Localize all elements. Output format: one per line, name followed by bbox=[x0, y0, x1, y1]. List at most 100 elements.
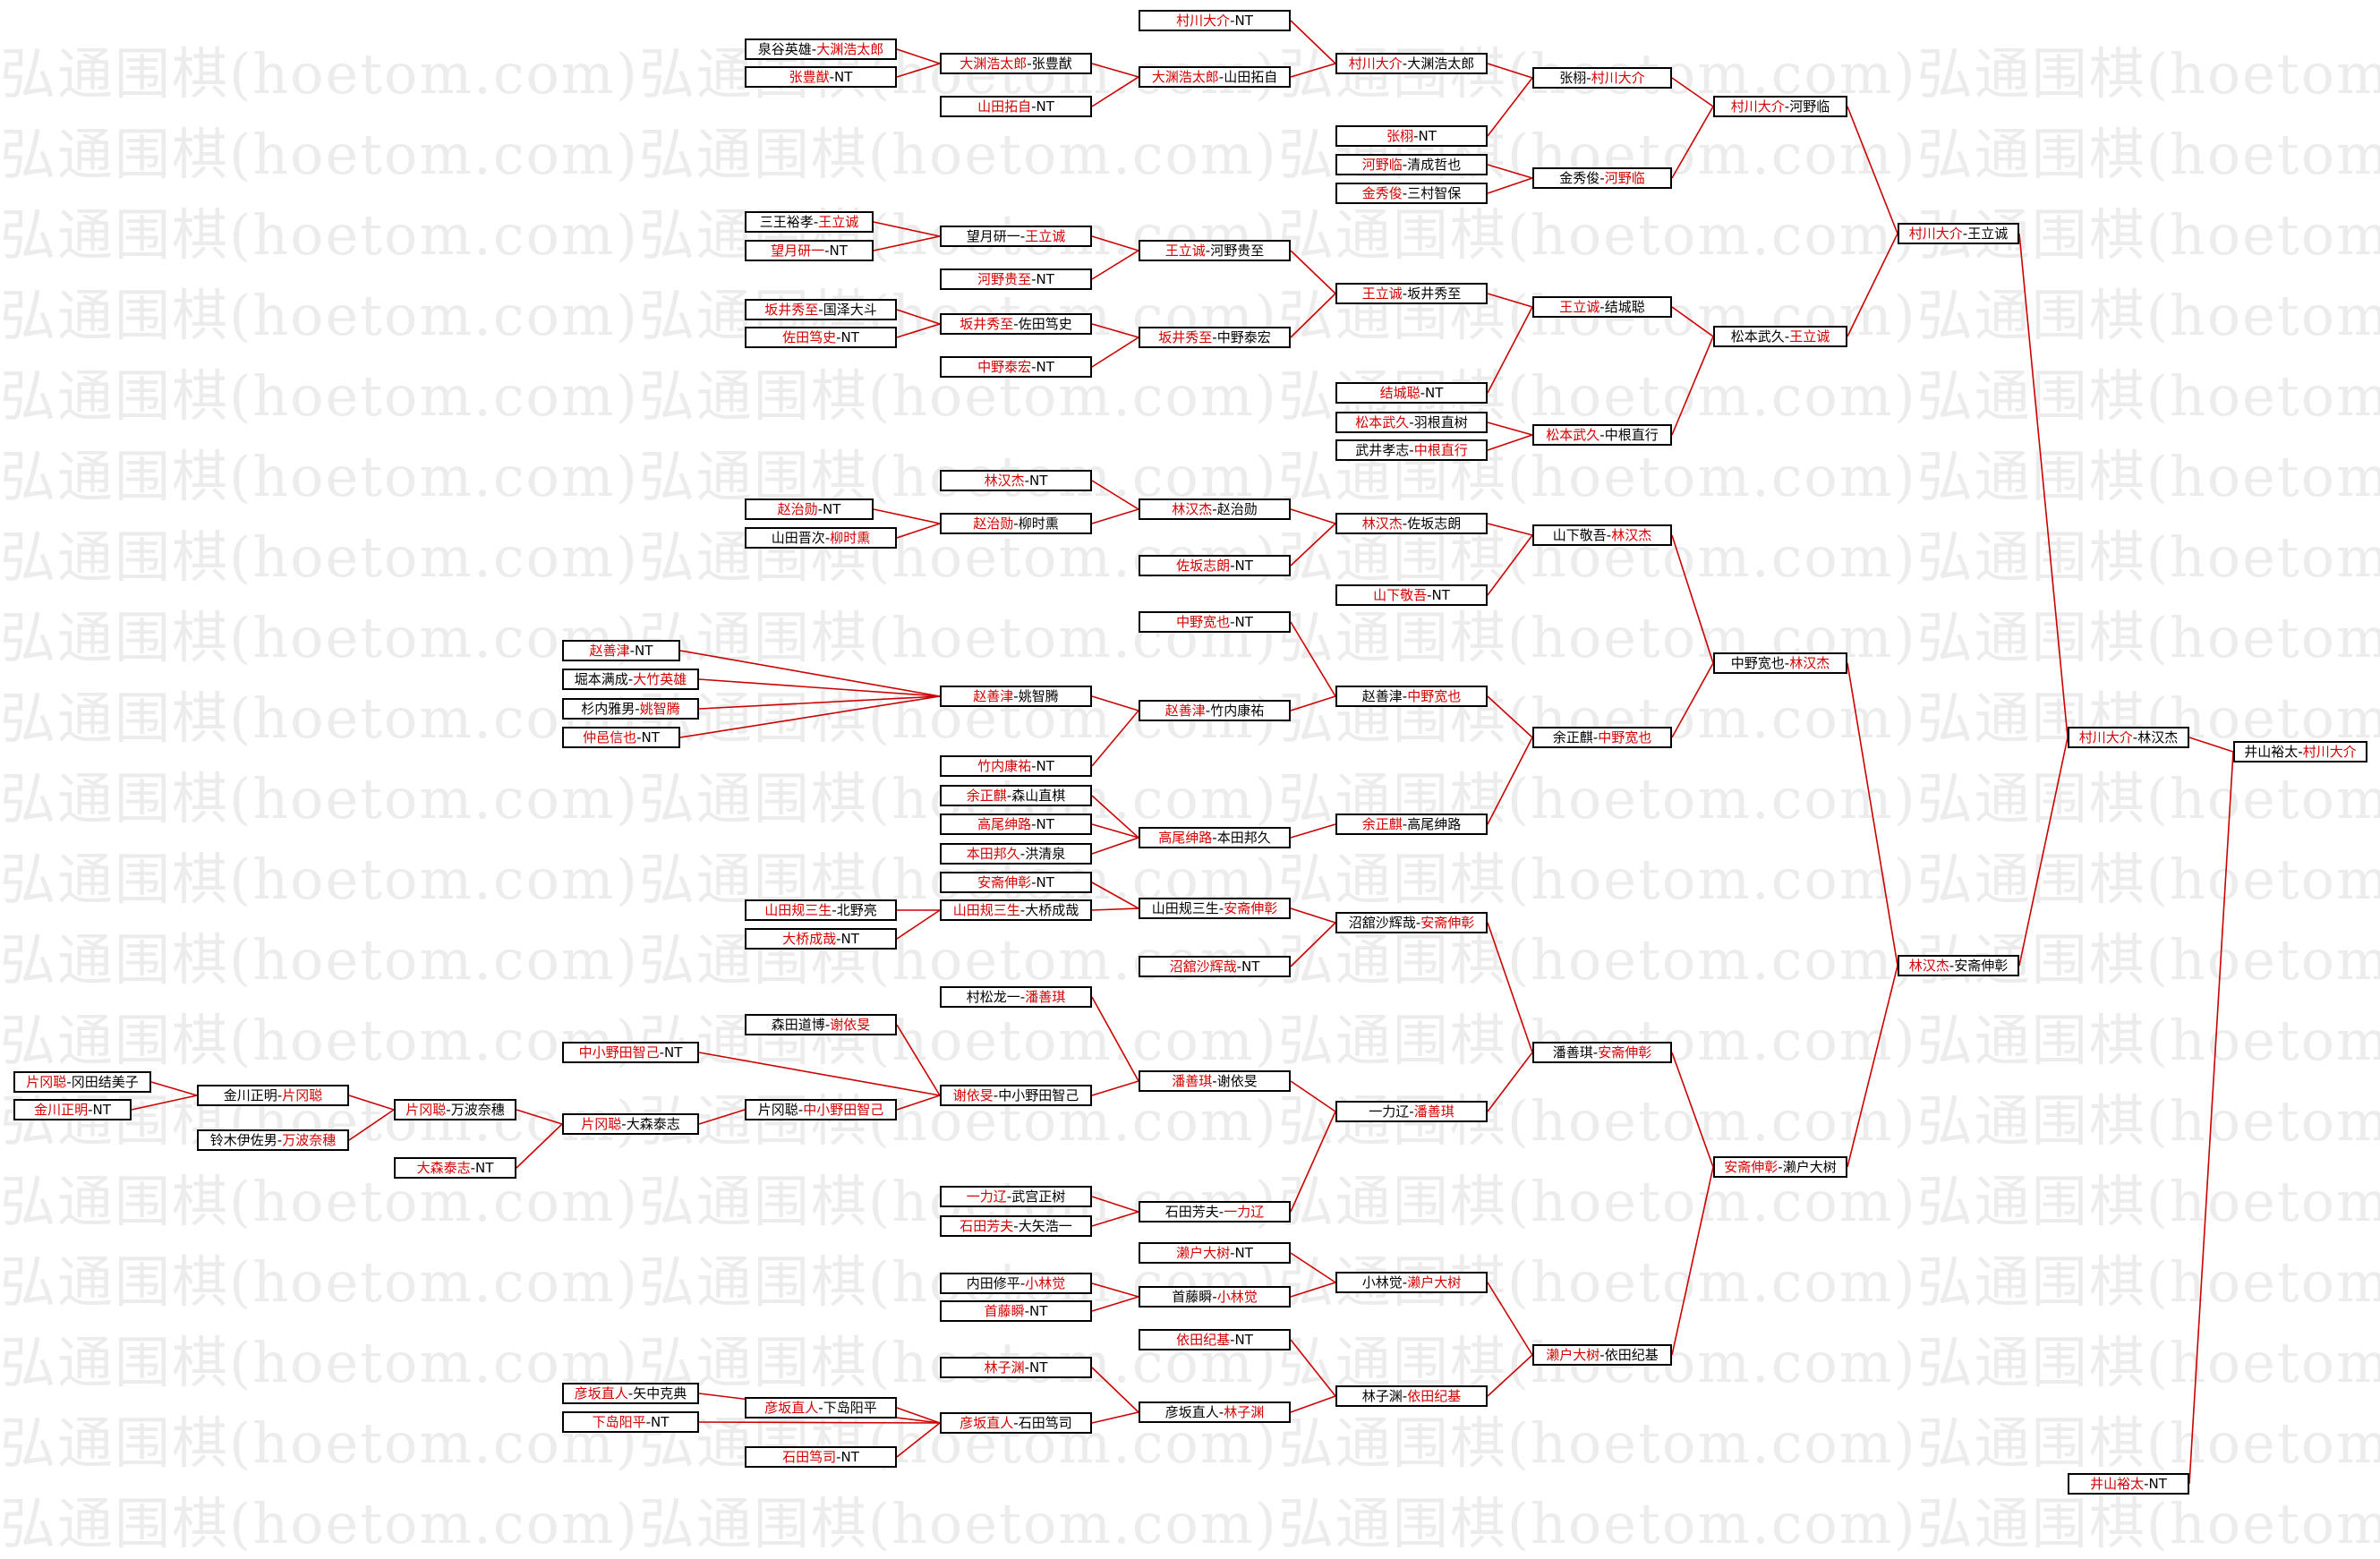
match-box[interactable]: 赵善津-竹内康祐 bbox=[1139, 700, 1291, 721]
match-box[interactable]: 首藤瞬-小林觉 bbox=[1139, 1286, 1291, 1308]
match-box[interactable]: 村川大介-林汉杰 bbox=[2068, 727, 2189, 748]
match-box[interactable]: 彦坂直人-石田笃司 bbox=[940, 1412, 1092, 1434]
match-box[interactable]: 村川大介-大渊浩太郎 bbox=[1335, 53, 1488, 74]
match-box[interactable]: 大渊浩太郎-山田拓自 bbox=[1139, 66, 1291, 88]
match-box[interactable]: 村川大介-王立诚 bbox=[1898, 223, 2019, 244]
match-box[interactable]: 山下敬吾-林汉杰 bbox=[1532, 524, 1672, 546]
match-box[interactable]: 佐田笃史-NT bbox=[745, 327, 897, 348]
match-box[interactable]: 松本武久-中根直行 bbox=[1532, 424, 1672, 446]
match-box[interactable]: 赵善津-姚智腾 bbox=[940, 686, 1092, 707]
match-box[interactable]: 泉谷英雄-大渊浩太郎 bbox=[745, 38, 897, 60]
match-box[interactable]: 赵善津-NT bbox=[562, 640, 680, 661]
match-box[interactable]: 大桥成哉-NT bbox=[745, 928, 897, 950]
match-box[interactable]: 佐坂志朗-NT bbox=[1139, 555, 1291, 576]
match-box[interactable]: 金川正明-NT bbox=[13, 1099, 132, 1120]
match-box[interactable]: 森田道博-谢依旻 bbox=[745, 1014, 897, 1035]
match-box[interactable]: 片冈聪-万波奈穗 bbox=[394, 1099, 516, 1120]
match-box[interactable]: 高尾绅路-本田邦久 bbox=[1139, 827, 1291, 848]
match-box[interactable]: 山田规三生-安斋伸彰 bbox=[1139, 898, 1291, 919]
match-box[interactable]: 余正麒-高尾绅路 bbox=[1335, 814, 1488, 835]
match-box[interactable]: 结城聪-NT bbox=[1335, 382, 1488, 404]
match-box[interactable]: 山田晋次-柳时熏 bbox=[745, 527, 897, 549]
match-box[interactable]: 本田邦久-洪清泉 bbox=[940, 843, 1092, 865]
match-box[interactable]: 内田修平-小林觉 bbox=[940, 1273, 1092, 1294]
match-box[interactable]: 林子渊-依田纪基 bbox=[1335, 1385, 1488, 1407]
match-box[interactable]: 高尾绅路-NT bbox=[940, 814, 1092, 835]
match-box[interactable]: 片冈聪-中小野田智己 bbox=[745, 1099, 897, 1120]
match-box[interactable]: 河野贵至-NT bbox=[940, 268, 1092, 290]
match-box[interactable]: 中小野田智己-NT bbox=[562, 1042, 699, 1063]
match-box[interactable]: 片冈聪-大森泰志 bbox=[562, 1113, 699, 1135]
match-box[interactable]: 松本武久-王立诚 bbox=[1713, 326, 1847, 347]
match-box[interactable]: 大渊浩太郎-张豊猷 bbox=[940, 53, 1092, 74]
match-box[interactable]: 一力辽-潘善琪 bbox=[1335, 1101, 1488, 1122]
match-box[interactable]: 金川正明-片冈聪 bbox=[197, 1085, 349, 1106]
match-box[interactable]: 山下敬吾-NT bbox=[1335, 584, 1488, 606]
match-box[interactable]: 坂井秀至-中野泰宏 bbox=[1139, 327, 1291, 348]
match-box[interactable]: 安斋伸彰-濑户大树 bbox=[1713, 1156, 1847, 1178]
match-box[interactable]: 首藤瞬-NT bbox=[940, 1300, 1092, 1322]
match-box[interactable]: 中野宽也-林汉杰 bbox=[1713, 652, 1847, 674]
match-box[interactable]: 林汉杰-NT bbox=[940, 470, 1092, 491]
match-box[interactable]: 河野临-清成哲也 bbox=[1335, 154, 1488, 175]
match-box[interactable]: 中野宽也-NT bbox=[1139, 611, 1291, 633]
match-box[interactable]: 竹内康祐-NT bbox=[940, 755, 1092, 777]
match-box[interactable]: 堀本满成-大竹英雄 bbox=[562, 669, 699, 690]
match-box[interactable]: 王立诚-结城聪 bbox=[1532, 296, 1672, 318]
match-box[interactable]: 赵治勋-柳时熏 bbox=[940, 513, 1092, 534]
match-box[interactable]: 山田规三生-北野亮 bbox=[745, 899, 897, 921]
match-box[interactable]: 林子渊-NT bbox=[940, 1357, 1092, 1378]
match-box[interactable]: 片冈聪-冈田结美子 bbox=[13, 1071, 151, 1093]
match-box[interactable]: 金秀俊-河野临 bbox=[1532, 167, 1672, 189]
match-box[interactable]: 张栩-村川大介 bbox=[1532, 67, 1672, 89]
match-box[interactable]: 林汉杰-安斋伸彰 bbox=[1898, 955, 2019, 976]
match-box[interactable]: 依田纪基-NT bbox=[1139, 1329, 1291, 1350]
match-box[interactable]: 山田规三生-大桥成哉 bbox=[940, 899, 1092, 921]
match-box[interactable]: 彦坂直人-林子渊 bbox=[1139, 1401, 1291, 1423]
match-box[interactable]: 沼舘沙辉哉-NT bbox=[1139, 956, 1291, 977]
match-box[interactable]: 望月研一-王立诚 bbox=[940, 226, 1092, 247]
match-box[interactable]: 石田笃司-NT bbox=[745, 1446, 897, 1468]
match-box[interactable]: 金秀俊-三村智保 bbox=[1335, 183, 1488, 204]
match-box[interactable]: 石田芳夫-一力辽 bbox=[1139, 1201, 1291, 1222]
match-box[interactable]: 仲邑信也-NT bbox=[562, 727, 680, 748]
match-box[interactable]: 余正麒-森山直棋 bbox=[940, 785, 1092, 806]
match-box[interactable]: 张栩-NT bbox=[1335, 125, 1488, 147]
match-box[interactable]: 石田芳夫-大矢浩一 bbox=[940, 1215, 1092, 1237]
match-box[interactable]: 杉内雅男-姚智腾 bbox=[562, 698, 699, 720]
match-box[interactable]: 王立诚-坂井秀至 bbox=[1335, 283, 1488, 304]
match-box[interactable]: 林汉杰-佐坂志朗 bbox=[1335, 513, 1488, 534]
match-box[interactable]: 望月研一-NT bbox=[745, 240, 874, 261]
match-box[interactable]: 彦坂直人-矢中克典 bbox=[562, 1383, 699, 1404]
match-box[interactable]: 濑户大树-NT bbox=[1139, 1242, 1291, 1264]
match-box[interactable]: 潘善琪-谢依旻 bbox=[1139, 1070, 1291, 1092]
match-box[interactable]: 彦坂直人-下岛阳平 bbox=[745, 1397, 897, 1418]
match-box[interactable]: 赵治勋-NT bbox=[745, 498, 874, 520]
match-box[interactable]: 三王裕孝-王立诚 bbox=[745, 211, 874, 233]
match-box[interactable]: 潘善琪-安斋伸彰 bbox=[1532, 1042, 1672, 1063]
match-box[interactable]: 张豊猷-NT bbox=[745, 66, 897, 88]
match-box[interactable]: 下岛阳平-NT bbox=[562, 1411, 699, 1433]
match-box[interactable]: 林汉杰-赵治勋 bbox=[1139, 498, 1291, 520]
match-box[interactable]: 濑户大树-依田纪基 bbox=[1532, 1344, 1672, 1366]
match-box[interactable]: 坂井秀至-佐田笃史 bbox=[940, 313, 1092, 335]
match-box[interactable]: 余正麒-中野宽也 bbox=[1532, 727, 1672, 748]
match-box[interactable]: 安斋伸彰-NT bbox=[940, 872, 1092, 893]
match-box[interactable]: 井山裕太-NT bbox=[2068, 1473, 2189, 1495]
match-box[interactable]: 井山裕太-村川大介 bbox=[2233, 741, 2367, 762]
match-box[interactable]: 山田拓自-NT bbox=[940, 96, 1092, 117]
match-box[interactable]: 赵善津-中野宽也 bbox=[1335, 686, 1488, 707]
match-box[interactable]: 松本武久-羽根直树 bbox=[1335, 412, 1488, 433]
match-box[interactable]: 大森泰志-NT bbox=[394, 1157, 516, 1179]
match-box[interactable]: 一力辽-武宫正树 bbox=[940, 1186, 1092, 1207]
match-box[interactable]: 武井孝志-中根直行 bbox=[1335, 439, 1488, 461]
match-box[interactable]: 村松龙一-潘善琪 bbox=[940, 986, 1092, 1008]
match-box[interactable]: 王立诚-河野贵至 bbox=[1139, 240, 1291, 261]
match-box[interactable]: 村川大介-河野临 bbox=[1713, 96, 1847, 117]
match-box[interactable]: 小林觉-濑户大树 bbox=[1335, 1272, 1488, 1293]
match-box[interactable]: 沼舘沙辉哉-安斋伸彰 bbox=[1335, 912, 1488, 933]
match-box[interactable]: 中野泰宏-NT bbox=[940, 356, 1092, 378]
match-box[interactable]: 村川大介-NT bbox=[1139, 10, 1291, 31]
match-box[interactable]: 谢依旻-中小野田智己 bbox=[940, 1085, 1092, 1106]
match-box[interactable]: 铃木伊佐男-万波奈穗 bbox=[197, 1129, 349, 1151]
